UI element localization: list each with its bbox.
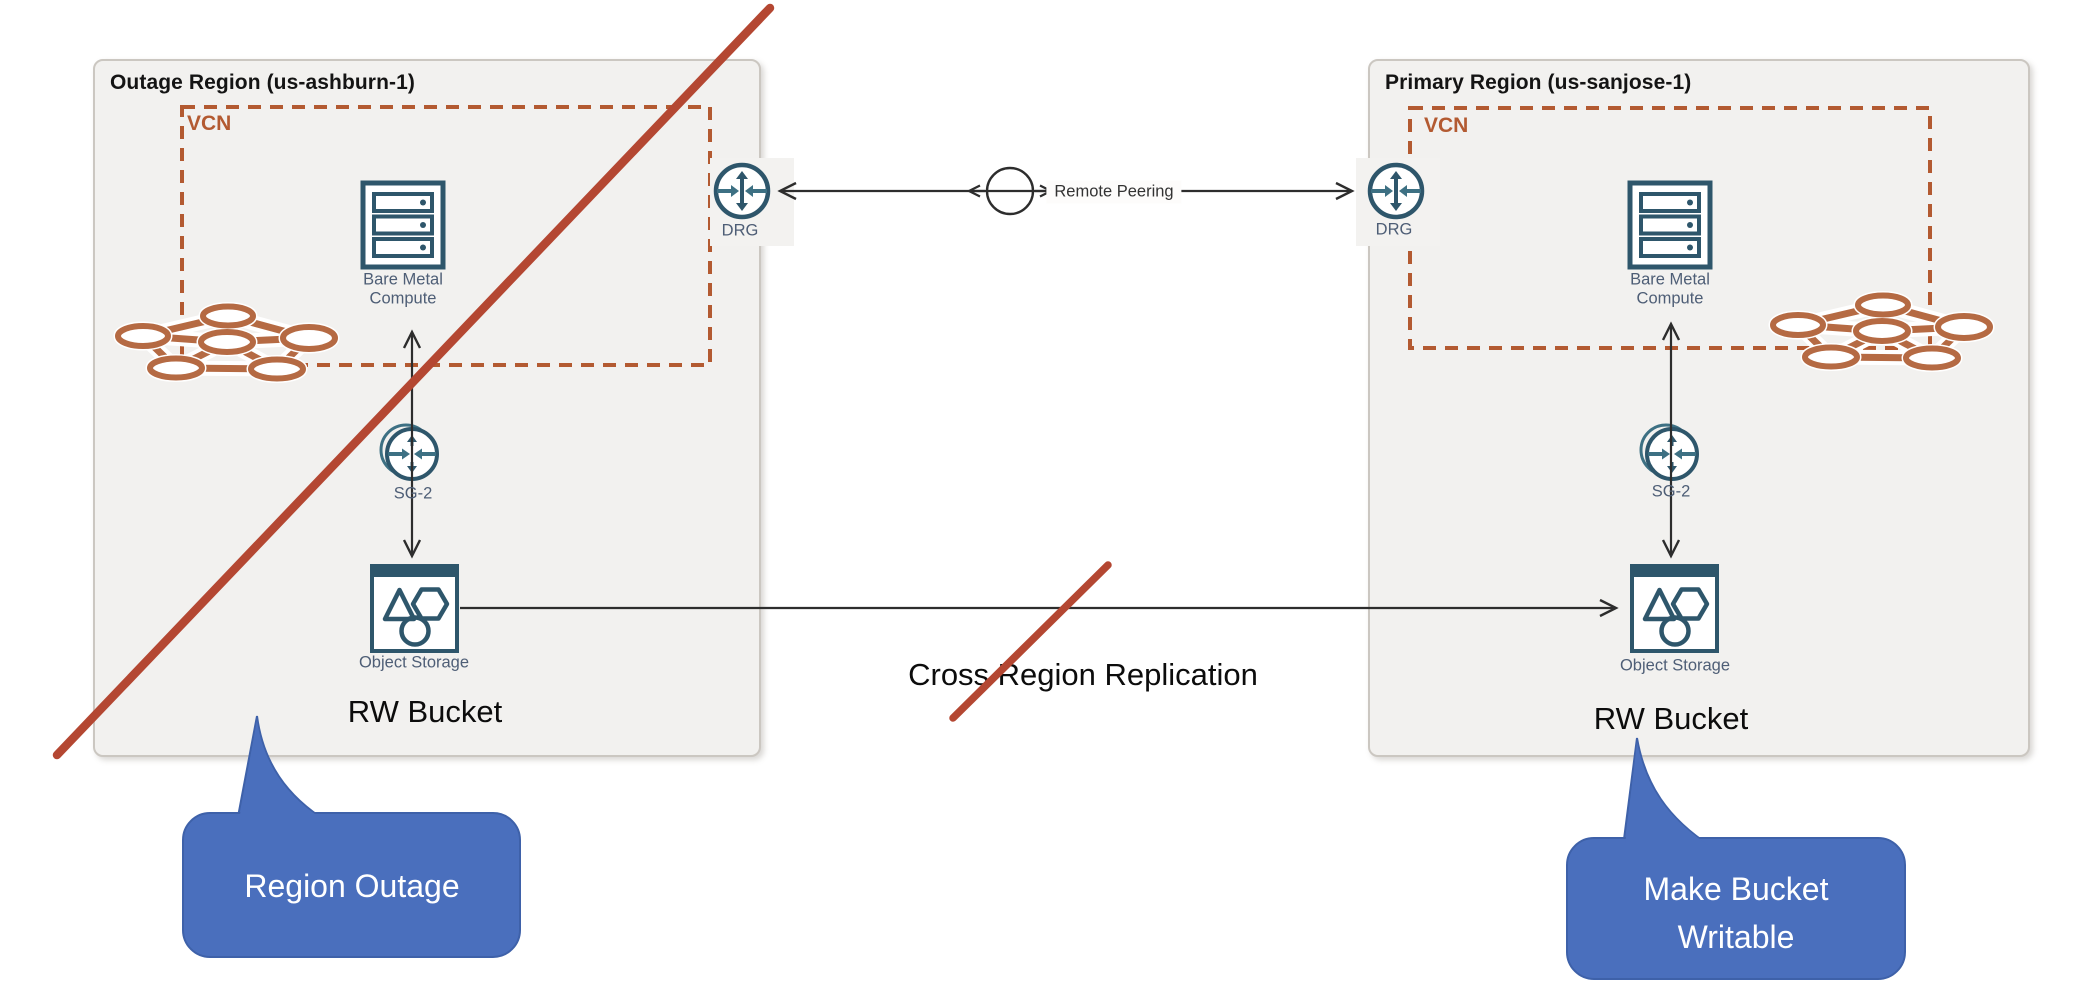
object-storage-label: Object Storage: [358, 653, 470, 672]
service-gateway-icon: [1639, 423, 1699, 481]
drg-icon: [716, 165, 768, 217]
bucket-label: RW Bucket: [1593, 701, 1749, 736]
callout-region-outage: [182, 715, 521, 958]
service-gateway-label: SG-2: [393, 484, 433, 503]
drg-icon: [1370, 165, 1422, 217]
bare-metal-compute-icon: [1630, 183, 1710, 267]
network-cluster-icon: [118, 307, 335, 379]
object-storage-icon: [370, 564, 459, 651]
callout-make-bucket-writable-text: Make Bucket Writable: [1643, 871, 1829, 955]
bucket-label: RW Bucket: [347, 694, 503, 729]
vcn-label: VCN: [187, 112, 232, 135]
object-storage-icon: [1630, 564, 1719, 651]
vcn-label: VCN: [1424, 114, 1469, 137]
primary-region-title: Primary Region (us-sanjose-1): [1385, 71, 1692, 94]
remote-peering-label: Remote Peering: [1046, 180, 1182, 204]
replication-label: Cross Region Replication: [908, 657, 1258, 692]
compute-label: Bare Metal Compute: [1630, 270, 1710, 308]
service-gateway-label: SG-2: [1651, 482, 1691, 501]
object-storage-label: Object Storage: [1619, 656, 1731, 675]
compute-label: Bare Metal Compute: [363, 270, 443, 308]
network-cluster-icon: [1773, 296, 1990, 368]
drg-label: DRG: [1375, 220, 1413, 239]
service-gateway-icon: [379, 423, 439, 481]
bare-metal-compute-icon: [363, 183, 443, 267]
peering-circle-icon: [966, 166, 1054, 216]
callout-region-outage-text: Region Outage: [244, 868, 460, 904]
callout-make-bucket-writable: [1566, 737, 1906, 980]
drg-label: DRG: [721, 221, 759, 240]
